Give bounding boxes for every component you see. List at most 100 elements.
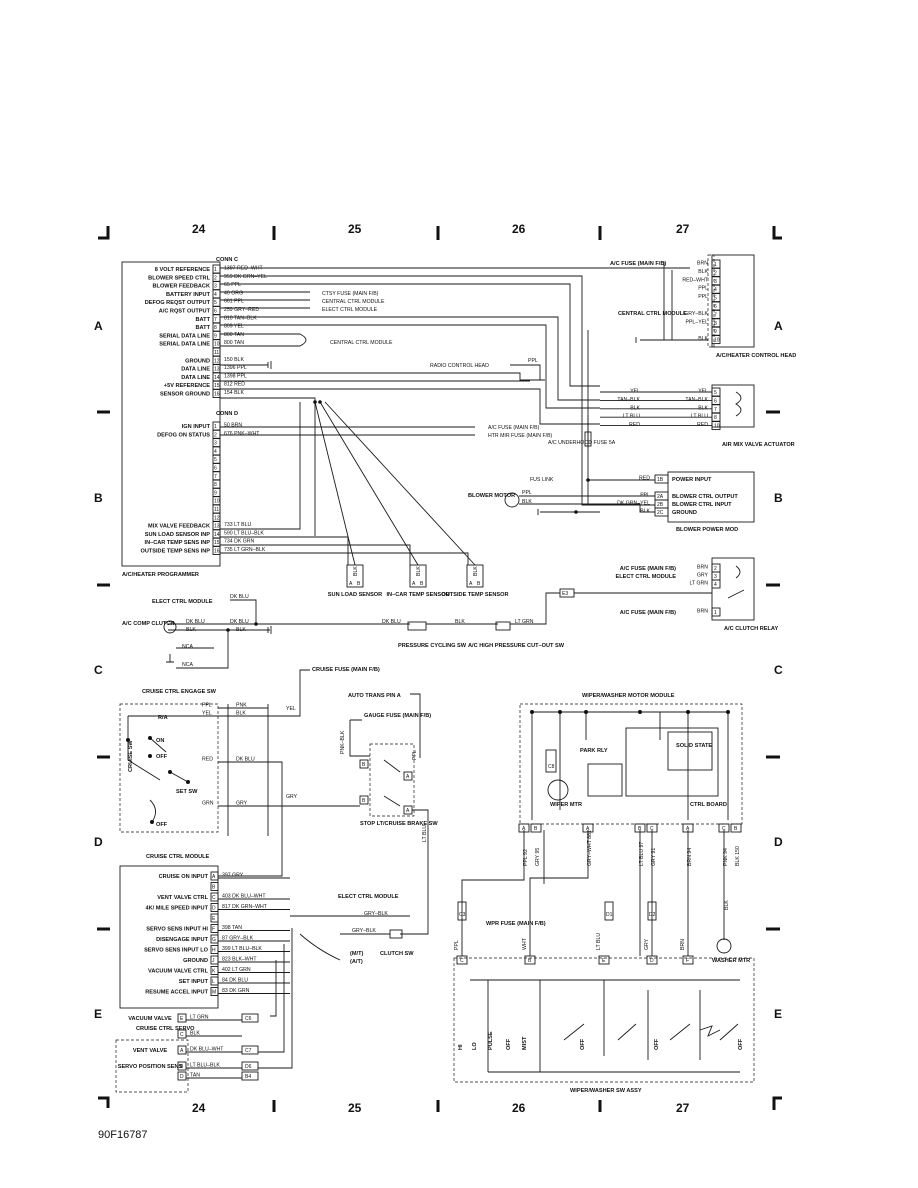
- servo-conn: C7: [245, 1048, 252, 1054]
- d_pins-pin-number: 7: [214, 474, 217, 480]
- relay-wire-label: BRN: [697, 565, 708, 571]
- c_pins-pin-number: 1: [214, 267, 217, 273]
- wiper-wire-label: PNK 94: [723, 848, 729, 866]
- relay-wire-label: BRN: [697, 609, 708, 615]
- d_pins-wire-label: 50 BRN: [224, 423, 242, 429]
- sensor-pin: B: [477, 581, 481, 587]
- d_pins-pin-label: SUN LOAD SENSOR INP: [145, 532, 211, 538]
- wiper-pin-letter: A: [686, 826, 690, 832]
- stop-sw-pin-a2: A: [406, 808, 410, 814]
- cruise-pin-label: VENT VALVE CTRL: [157, 895, 208, 901]
- d_pins-pin-number: 2: [214, 432, 217, 438]
- blower-module-title: BLOWER POWER MOD: [676, 527, 738, 533]
- wiper-sw-wire-label: BRN: [680, 939, 686, 950]
- servo-pin-letter: A: [180, 1048, 184, 1054]
- relay-pin-label: ELECT CTRL MODULE: [616, 574, 677, 580]
- stop-sw-ppl: PPL: [412, 750, 418, 760]
- pressure-cycling-symbol: [407, 621, 427, 631]
- wiper-wire-label: GRY 95: [535, 848, 541, 866]
- servo-conn-box: [241, 1045, 259, 1055]
- cruise-pin-label: SET INPUT: [179, 979, 209, 985]
- engage-wire-left: PPL: [202, 703, 212, 709]
- wiper-wire-label: BLK 150: [735, 846, 741, 866]
- servo-pin-box-A: [177, 1045, 187, 1055]
- air-mix-title: AIR MIX VALVE ACTUATOR: [722, 442, 795, 448]
- wiper-position-label: PULSE: [488, 1031, 494, 1050]
- cruise-pin-box-H: [210, 945, 219, 954]
- cruise-pin-box-G: [210, 934, 219, 944]
- head-wire-label: BRN: [697, 261, 708, 267]
- figure-id: 90F16787: [98, 1129, 148, 1141]
- cruise-pin-box-C: [210, 892, 219, 902]
- engage-wire-left: YEL: [202, 711, 212, 717]
- blower-pin-label: BLOWER CTRL INPUT: [672, 502, 732, 508]
- stop-sw-pin-b: B: [362, 762, 366, 768]
- servo-conn-box: [241, 1071, 259, 1081]
- col-label-26-bottom: 26: [512, 1101, 526, 1115]
- c_pins-pin-label: DEFOG REQST OUTPUT: [145, 300, 211, 306]
- conn-d-label: CONN D: [216, 411, 238, 417]
- c_pins-pin-number: 6: [214, 309, 217, 315]
- blower-pin-number: 1B: [657, 477, 664, 483]
- clutch-relay-title: A/C CLUTCH RELAY: [724, 626, 778, 632]
- head-wire-label: BLK: [698, 336, 708, 342]
- wiper-c8: C8: [548, 764, 555, 770]
- airmix-pin-number: 10: [714, 424, 720, 430]
- relay-pin-number: 2: [714, 566, 717, 572]
- cruise-wire-label: 403 DK BLU–WHT: [222, 894, 266, 900]
- engage-sw-on: ON: [156, 738, 164, 744]
- servo-pin-letter: E: [180, 1016, 184, 1022]
- row-label-c: C: [94, 663, 103, 677]
- c_pins-pin-number: 10: [214, 342, 220, 348]
- engage-sw-off: OFF: [156, 754, 168, 760]
- relay-pin-number: 4: [714, 582, 717, 588]
- blower-wire-label: BLK: [640, 509, 650, 515]
- airmix-left-wire-label: LT BLU: [623, 414, 640, 420]
- wiper-sw-wire-label: GRY: [644, 938, 650, 950]
- head-pin-number: 9: [714, 329, 717, 335]
- sensor-pin: B: [420, 581, 424, 587]
- cruise-gry-blk-2: GRY–BLK: [352, 928, 376, 934]
- cruise-pin-label: SERVO SENS INPUT HI: [146, 927, 208, 933]
- sensor-pin: A: [412, 581, 416, 587]
- c_pins-pin-label: 8 VOLT REFERENCE: [155, 267, 210, 273]
- airmix-left-wire-label: TAN–BLK: [617, 397, 640, 403]
- c_pins-pin-number: 5: [214, 300, 217, 306]
- airmix-pin-number: 8: [714, 415, 717, 421]
- wiper-sw-assy-label: WIPER/WASHER SW ASSY: [570, 1088, 642, 1094]
- c_pins-pin-number: 2: [214, 275, 217, 281]
- cruise-pin-letter: A: [212, 874, 216, 880]
- sensor-name: IN–CAR TEMP SENSOR: [387, 592, 450, 598]
- head-pin-number: 6: [714, 304, 717, 310]
- wiper-sw-pin-box: [598, 955, 610, 965]
- servo-pin-letter: D: [180, 1074, 184, 1080]
- wiper-position-label: LO: [472, 1042, 478, 1050]
- wiper-pin-box: [530, 823, 542, 833]
- wiper-wire-label: LT BLU 97: [639, 842, 645, 866]
- sensor-wire: BLK: [416, 566, 422, 576]
- wiper-sw-wire-label: WHT: [522, 937, 528, 950]
- c_pins-wire-label: 1396 PPL: [224, 365, 247, 371]
- clutch-nca-2: NCA: [182, 662, 193, 668]
- col-label-25: 25: [348, 222, 362, 236]
- wiper-sw-pin-letter: D: [650, 958, 654, 964]
- cruise-engage-sw-label: CRUISE CTRL ENGAGE SW: [142, 689, 217, 695]
- c_pins-pin-number: 11: [214, 350, 219, 356]
- engage-sw-cruise: CRUISE SW: [128, 740, 134, 772]
- airmix-wire-label: LT BLU: [691, 414, 708, 420]
- clutch-dk-blu-mid: DK BLU: [230, 619, 249, 625]
- row-label-a: A: [94, 319, 103, 333]
- ac-heater-control-head: 1BRN2BLK3RED–WHT4PPL5PPL67GRY–BLK8PPL–YE…: [610, 254, 796, 359]
- wiper-module-box: [519, 703, 743, 825]
- programmer-box: [121, 261, 221, 567]
- engage-wire-right: BLK: [236, 711, 246, 717]
- cruise-gry-wire: GRY: [286, 794, 298, 800]
- ac-heater-programmer: A/C/HEATER PROGRAMMER CONN C CONN D 18 V…: [121, 257, 267, 578]
- cruise-pin-label: SERVO SENS INPUT LO: [144, 948, 209, 954]
- c_pins-wire-label: 1397 RED–WHT: [224, 266, 263, 272]
- cruise-wire-label: 397 GRY: [222, 873, 244, 879]
- clutch-dk-blu-top: DK BLU: [230, 594, 249, 600]
